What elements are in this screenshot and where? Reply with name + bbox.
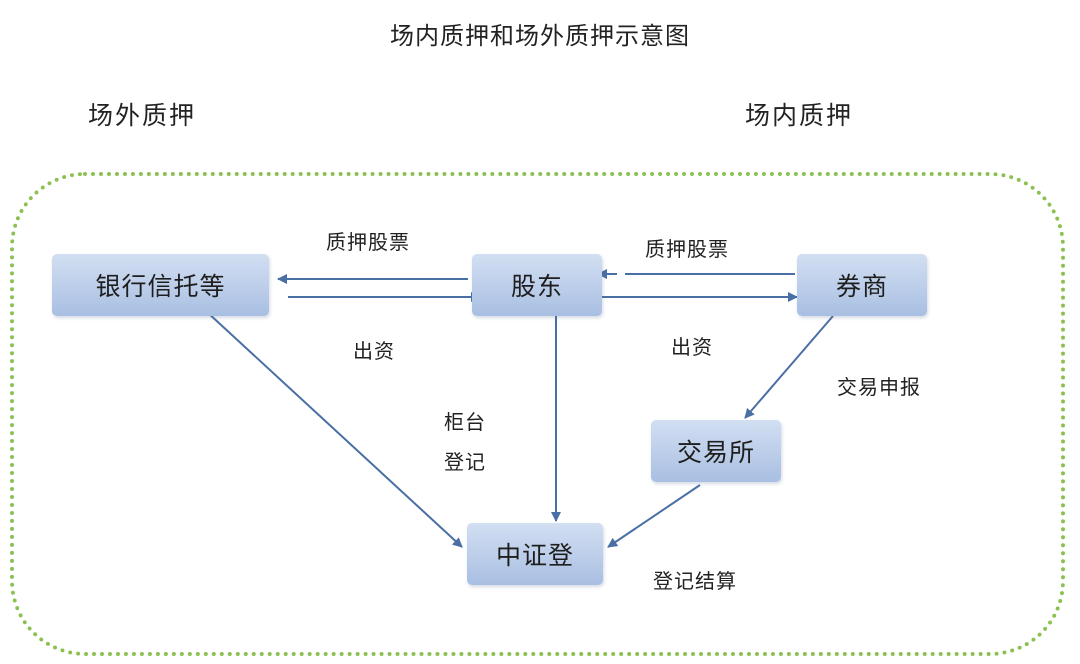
node-shareholder[interactable]: 股东	[472, 254, 602, 316]
node-csdc[interactable]: 中证登	[467, 523, 603, 585]
diagram-title: 场内质押和场外质押示意图	[390, 22, 690, 50]
label-trade-report: 交易申报	[837, 375, 921, 399]
label-fund-right: 出资	[671, 335, 713, 359]
node-broker[interactable]: 券商	[797, 254, 927, 316]
label-counter-line2: 登记	[444, 450, 486, 474]
arrow-broker-to-exchange	[744, 315, 834, 419]
label-counter-line1: 柜台	[444, 410, 486, 434]
arrow-exchange-to-csdc	[607, 484, 701, 548]
arrow-bank-to-csdc	[206, 311, 463, 548]
section-label-offsite: 场外质押	[88, 101, 197, 130]
label-pledge-right: 质押股票	[645, 237, 729, 261]
section-label-onsite: 场内质押	[745, 101, 854, 130]
node-bank[interactable]: 银行信托等	[52, 254, 269, 316]
dotted-frame	[10, 172, 1065, 656]
node-exchange[interactable]: 交易所	[651, 420, 781, 482]
label-register-settle: 登记结算	[653, 569, 737, 593]
label-fund-left: 出资	[353, 339, 395, 363]
label-pledge-left: 质押股票	[326, 230, 410, 254]
